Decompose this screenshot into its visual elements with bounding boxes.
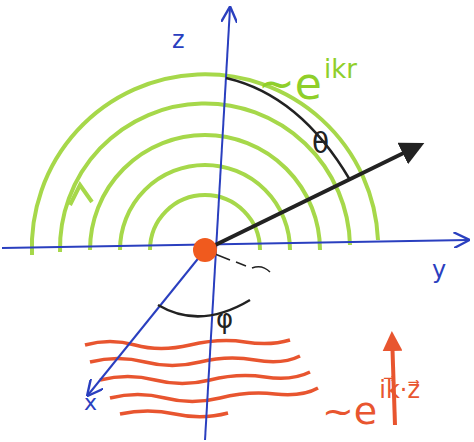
axis-label: z: [172, 28, 185, 52]
angle-label: θ: [312, 130, 329, 158]
phi-arc: [158, 300, 250, 316]
spherical-waves: [32, 74, 378, 255]
wave-formula: ~e: [322, 392, 377, 430]
axes: [2, 8, 468, 440]
axis-label: y: [432, 258, 446, 282]
direction-arrow: [205, 145, 420, 250]
wave-exponent: ik⃗·z⃗: [379, 378, 420, 402]
wave-exponent: ikr: [324, 56, 357, 82]
axis-label: x: [84, 392, 97, 414]
scatterer: [193, 238, 217, 262]
wave-formula: ~e: [258, 62, 322, 106]
angle-label: φ: [216, 306, 233, 332]
